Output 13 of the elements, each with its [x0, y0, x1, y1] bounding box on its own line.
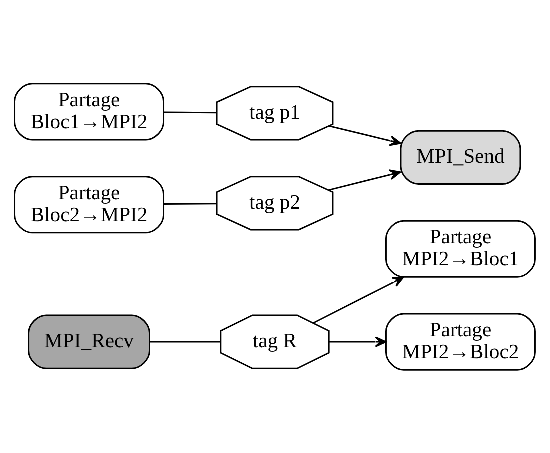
- arrow: [329, 125, 402, 146]
- arrow: [313, 276, 404, 324]
- arrow: [329, 336, 387, 347]
- node-box: MPI_Send: [400, 130, 522, 184]
- node-box: MPI_Recv: [28, 314, 150, 369]
- node-box: Partage MPI2→Bloc2: [385, 312, 536, 370]
- node-box: Partage Bloc1→MPI2: [14, 82, 165, 140]
- connector: [150, 340, 221, 342]
- node-box: Partage Bloc2→MPI2: [14, 176, 165, 234]
- arrow: [328, 169, 402, 191]
- connector: [164, 111, 217, 114]
- node-box: Partage MPI2→Bloc1: [385, 220, 536, 278]
- connector: [164, 202, 217, 205]
